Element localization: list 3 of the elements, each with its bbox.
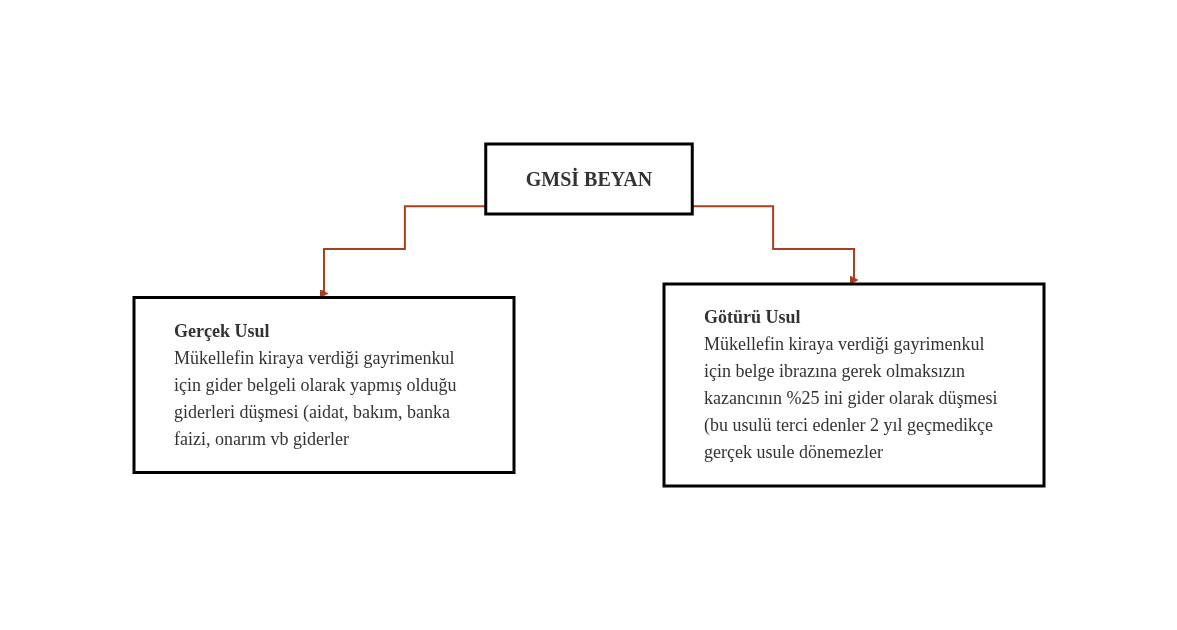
node-box: Götürü Usul Mükellefin kiraya verdiği gayrimenkul için belge ibrazına gerek olmaksızın kazancının %25 ini gider olarak düşmesi (bu usulü terci edenler 2 yıl geçmedikçe gerçek usule dönemezler [662,282,1045,488]
node-box: Gerçek Usul Mükellefin kiraya verdiği gayrimenkul için gider belgeli olarak yapmış olduğu giderleri düşmesi (aidat, bakım, banka faizi, onarım vb giderler [132,296,515,474]
node-box: GMSİ BEYAN [483,142,694,216]
